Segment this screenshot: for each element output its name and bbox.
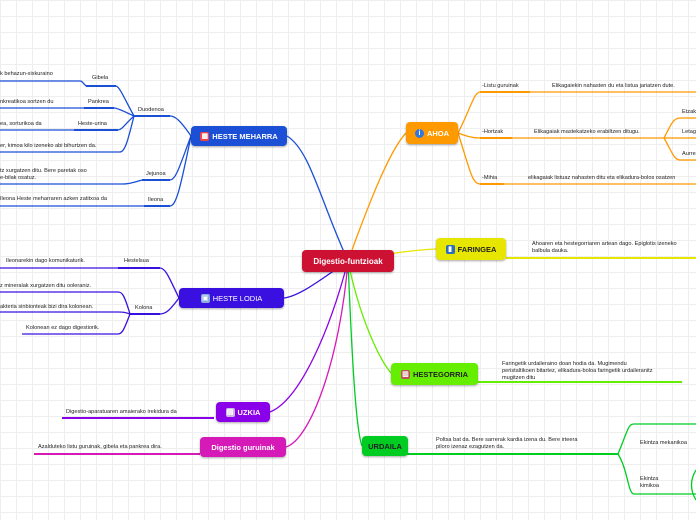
label-gibela-desc: k behazun-xixkuraino	[0, 71, 53, 77]
label-letaginak: Letag	[682, 129, 696, 135]
label-pankrea: Pankrea	[88, 99, 109, 105]
label-kolona: Kolona	[135, 305, 153, 311]
label-gibela: Gibela	[92, 75, 109, 81]
link-ahoa	[347, 132, 407, 262]
label-jejunoa-desc: tz xurgatzen ditu. Bere paretak oso e-bi…	[0, 168, 87, 181]
label-etzak: Etzak	[682, 109, 696, 115]
label-mihia: -Mihia	[482, 175, 498, 181]
branch-label: AHOA	[426, 128, 450, 138]
link-uzkia	[269, 260, 349, 413]
label-hestegorria-desc: Faringetik urdaileraino doan hodia da. M…	[502, 361, 653, 381]
label-kolona-desc3: Kolonean ez dago digestiorik.	[26, 325, 100, 331]
folder-icon: ▤	[225, 407, 235, 417]
calendar-icon: ▦	[200, 131, 210, 141]
branch-ahoa[interactable]: i AHOA	[406, 122, 458, 144]
label-mihia-desc: elikagaiak listuaz nahasten ditu eta eli…	[528, 175, 676, 181]
link-urdaila	[347, 260, 363, 447]
picture-icon: ▣	[200, 293, 210, 303]
label-aurreak: Aurre	[682, 151, 696, 157]
label-guruinak-desc: Azalduteko listu guruinak, gibela eta pa…	[38, 444, 162, 450]
branch-heste-lodia[interactable]: ▣ HESTE LODIA	[179, 288, 284, 308]
label-mekanikoa: Ekintza mekanikoa	[640, 440, 687, 446]
branch-label: HESTEGORRIA	[412, 369, 468, 379]
label-listu: -Listu guruinak	[482, 83, 519, 89]
label-kolona-desc2: akteria sinbionteak bizi dira kolonean.	[0, 304, 94, 310]
branch-urdaila[interactable]: URDAILA	[362, 436, 408, 456]
label-uzkia-desc: Digestio-aparatuaren amaierako irekidura…	[66, 409, 177, 415]
branch-faringea[interactable]: ▮ FARINGEA	[436, 238, 506, 260]
link-heste-meharra	[286, 135, 349, 262]
branch-label: UZKIA	[237, 407, 261, 417]
book-icon: ▮	[445, 244, 455, 254]
branch-uzkia[interactable]: ▤ UZKIA	[216, 402, 270, 422]
label-ileona-desc: Ileona Heste meharraren azken zatitxoa d…	[0, 196, 107, 202]
link-guruinak	[285, 260, 349, 448]
label-listu-desc: Elikagaiekin nahasten du eta listua jari…	[552, 83, 675, 89]
label-ileona: Ileona	[148, 197, 164, 203]
label-hestelsua: Hestelsua	[124, 258, 149, 264]
label-jejunoa: Jejunoa	[146, 171, 166, 177]
branch-label: HESTE MEHARRA	[212, 131, 278, 141]
branch-label: Digestio guruinak	[211, 442, 275, 452]
link-hestegorria	[347, 260, 392, 374]
label-duodenoa: Duodenoa	[138, 107, 164, 113]
label-faringea-desc: Ahoaren eta hestegorriaren artean dago. …	[532, 241, 677, 254]
central-topic-label: Digestio-funtzioak	[313, 256, 383, 266]
label-urdaila-desc: Poltsa bat da. Bere sarrerak kardia izen…	[436, 437, 578, 450]
label-hortzak-desc: Elikagaiak mastekatzeko erabiltzen ditug…	[534, 129, 640, 135]
info-icon: i	[414, 128, 424, 138]
books-icon: ▥	[400, 369, 410, 379]
branch-label: URDAILA	[368, 441, 402, 451]
label-heste-urina-desc: ea, sorturikoa da	[0, 121, 42, 127]
label-kolona-desc1: z mineralak xurgatzen ditu ooleraniz.	[0, 283, 92, 289]
branch-label: HESTE LODIA	[212, 293, 263, 303]
label-kimoa-desc: er, kimoa kilo izeneko abi bihurtzen da.	[0, 143, 97, 149]
branch-label: FARINGEA	[457, 244, 497, 254]
label-kimikoa: Ekintza kimikoa	[640, 476, 659, 489]
label-heste-urina: Heste-urina	[78, 121, 107, 127]
central-topic[interactable]: Digestio-funtzioak	[302, 250, 394, 272]
label-hortzak: -Hortzak	[482, 129, 504, 135]
branch-hestegorria[interactable]: ▥ HESTEGORRIA	[391, 363, 478, 385]
branch-digestio-guruinak[interactable]: Digestio guruinak	[200, 437, 286, 457]
label-pankrea-desc: nkreatikoa sortzen du	[0, 99, 54, 105]
label-hestelsua-desc: Ileonarekin dago komunikaturik.	[6, 258, 85, 264]
branch-heste-meharra[interactable]: ▦ HESTE MEHARRA	[191, 126, 287, 146]
